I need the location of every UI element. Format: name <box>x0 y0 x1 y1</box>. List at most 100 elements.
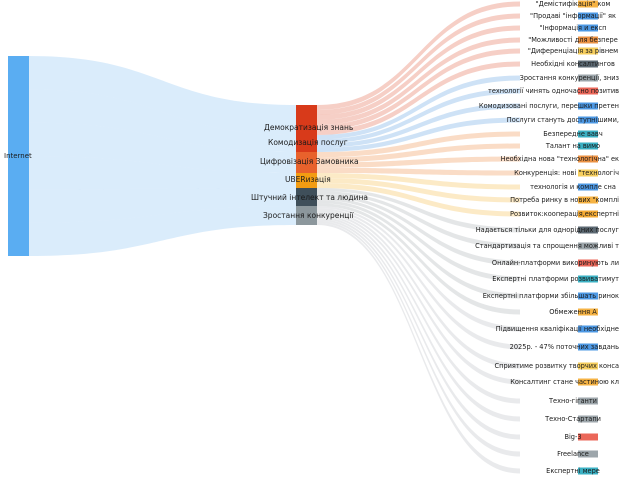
node-label-internet: Internet <box>4 152 32 160</box>
link-internet-to-middle <box>29 89 296 152</box>
node-target <box>578 60 598 68</box>
node-target <box>578 24 598 32</box>
node-label-target: Талант на вимо <box>545 141 601 150</box>
node-label-target: Розвиток:кооперація,експертні <box>510 209 619 218</box>
node-internet <box>8 56 29 256</box>
node-target <box>578 12 598 20</box>
node-label-target: Надається тільки для однорідних послуг <box>475 225 619 234</box>
node-middle <box>296 188 317 206</box>
node-label-target: Техно-Стартапи <box>545 414 601 423</box>
node-label-target: Експертні платформи розвиватимут <box>492 274 619 283</box>
node-label-target: Стандартизація та спрощення можливі т <box>475 241 619 250</box>
node-target <box>578 467 598 475</box>
node-label-target: Зростання конкуренції, зниз <box>519 73 619 82</box>
link-middle-to-target <box>317 208 520 350</box>
node-label-target: "Продаві "інформації" як <box>530 11 616 20</box>
node-target <box>578 130 598 138</box>
node-label-target: Послуги стануть доступнішими, <box>506 115 619 124</box>
node-label-target: "Інформація и експ <box>539 23 607 32</box>
node-label-target: Експертні платформи збільшать ринок <box>482 291 619 300</box>
node-target <box>578 36 598 44</box>
node-label-target: Безпередне вавч <box>543 129 603 138</box>
node-target <box>578 259 598 267</box>
node-target <box>578 196 598 204</box>
link-middle-to-target <box>317 220 520 457</box>
link-internet-to-middle <box>29 56 296 135</box>
node-target <box>578 87 598 95</box>
link-middle-to-target <box>317 218 520 440</box>
node-label-target: технологія и компле сна <box>530 182 616 191</box>
node-label-target: Експертні мере <box>546 466 600 475</box>
node-middle <box>296 105 317 135</box>
link-middle-to-target <box>317 75 520 140</box>
node-label-middle: Зростання конкуренції <box>263 211 354 220</box>
node-label-middle: Цифровізація Замовника <box>260 157 359 166</box>
link-middle-to-target <box>317 212 520 385</box>
node-target <box>578 0 598 8</box>
link-middle-to-target <box>317 200 520 299</box>
link-middle-to-target <box>317 131 520 158</box>
node-middle <box>296 206 317 225</box>
node-target <box>578 308 598 316</box>
node-label-target: "Диференціація за рівнем <box>527 46 619 55</box>
node-label-target: Сприятиме розвитку творчих конса <box>494 361 619 370</box>
node-label-target: Обмеження А <box>549 307 597 316</box>
node-label-middle: Штучний інтелект та людина <box>251 193 368 202</box>
link-middle-to-target <box>317 216 520 422</box>
node-label-target: Техно-гіганти <box>549 396 597 405</box>
link-middle-to-target <box>317 167 520 176</box>
node-middle <box>296 173 317 188</box>
node-label-target: Комодизовані послуги, перешки претен <box>478 101 619 110</box>
link-middle-to-target <box>317 197 520 282</box>
node-target <box>578 226 598 234</box>
node-label-target: Big-3 <box>564 432 582 441</box>
node-label-target: Freelance <box>557 449 589 458</box>
node-label-target: Необхідні консалтингов <box>531 59 615 68</box>
link-internet-to-middle <box>29 206 296 256</box>
link-middle-to-target <box>317 103 520 148</box>
link-middle-to-target <box>317 194 520 266</box>
node-label-target: технології чинять одночасно позитив <box>488 86 619 95</box>
node-label-target: Консалтинг стане частиною кл <box>510 377 619 386</box>
node-label-target: Необхідна нова "технологічна" ек <box>500 154 619 163</box>
sankey-nodes <box>8 0 598 475</box>
node-target <box>578 275 598 283</box>
link-middle-to-target <box>317 156 520 168</box>
node-label-target: Конкуренція: нові "технологіч <box>514 168 619 177</box>
node-target <box>578 142 598 150</box>
link-middle-to-target <box>317 222 520 474</box>
node-target <box>578 378 598 386</box>
link-internet-to-middle <box>29 156 296 190</box>
link-middle-to-target <box>317 178 520 203</box>
node-target <box>578 450 598 458</box>
link-middle-to-target <box>317 173 520 190</box>
link-middle-to-target <box>317 188 520 233</box>
node-middle <box>296 152 317 173</box>
node-target <box>578 242 598 250</box>
link-middle-to-target <box>317 203 520 315</box>
node-label-middle: UBERизація <box>285 175 331 184</box>
node-label-target: "Демістифікація" ком <box>535 0 611 8</box>
link-middle-to-target <box>317 61 520 135</box>
node-label-middle: Демократизація знань <box>264 123 354 132</box>
node-target <box>578 74 598 82</box>
node-label-target: Онлайн-платформи викоринують ли <box>491 258 619 267</box>
link-middle-to-target <box>317 206 520 332</box>
node-middle <box>296 135 317 152</box>
node-label-target: 2025р. - 47% поточних завдань <box>509 342 619 351</box>
link-middle-to-target <box>317 117 520 152</box>
link-middle-to-target <box>317 25 520 120</box>
node-label-target: "Можливості для безпере <box>528 35 618 44</box>
node-target <box>578 362 598 370</box>
link-middle-to-target <box>317 210 520 369</box>
node-label-target: Потреба ринку в нових "комплі <box>510 195 619 204</box>
node-label-target: Підвищення кваліфікації необхідне <box>495 324 619 333</box>
node-target <box>578 155 598 163</box>
link-middle-to-target <box>317 191 520 249</box>
node-target <box>578 343 598 351</box>
link-middle-to-target <box>317 214 520 404</box>
link-middle-to-target <box>317 48 520 130</box>
node-label-middle: Комодизація послуг <box>268 138 348 147</box>
node-target <box>578 47 598 55</box>
